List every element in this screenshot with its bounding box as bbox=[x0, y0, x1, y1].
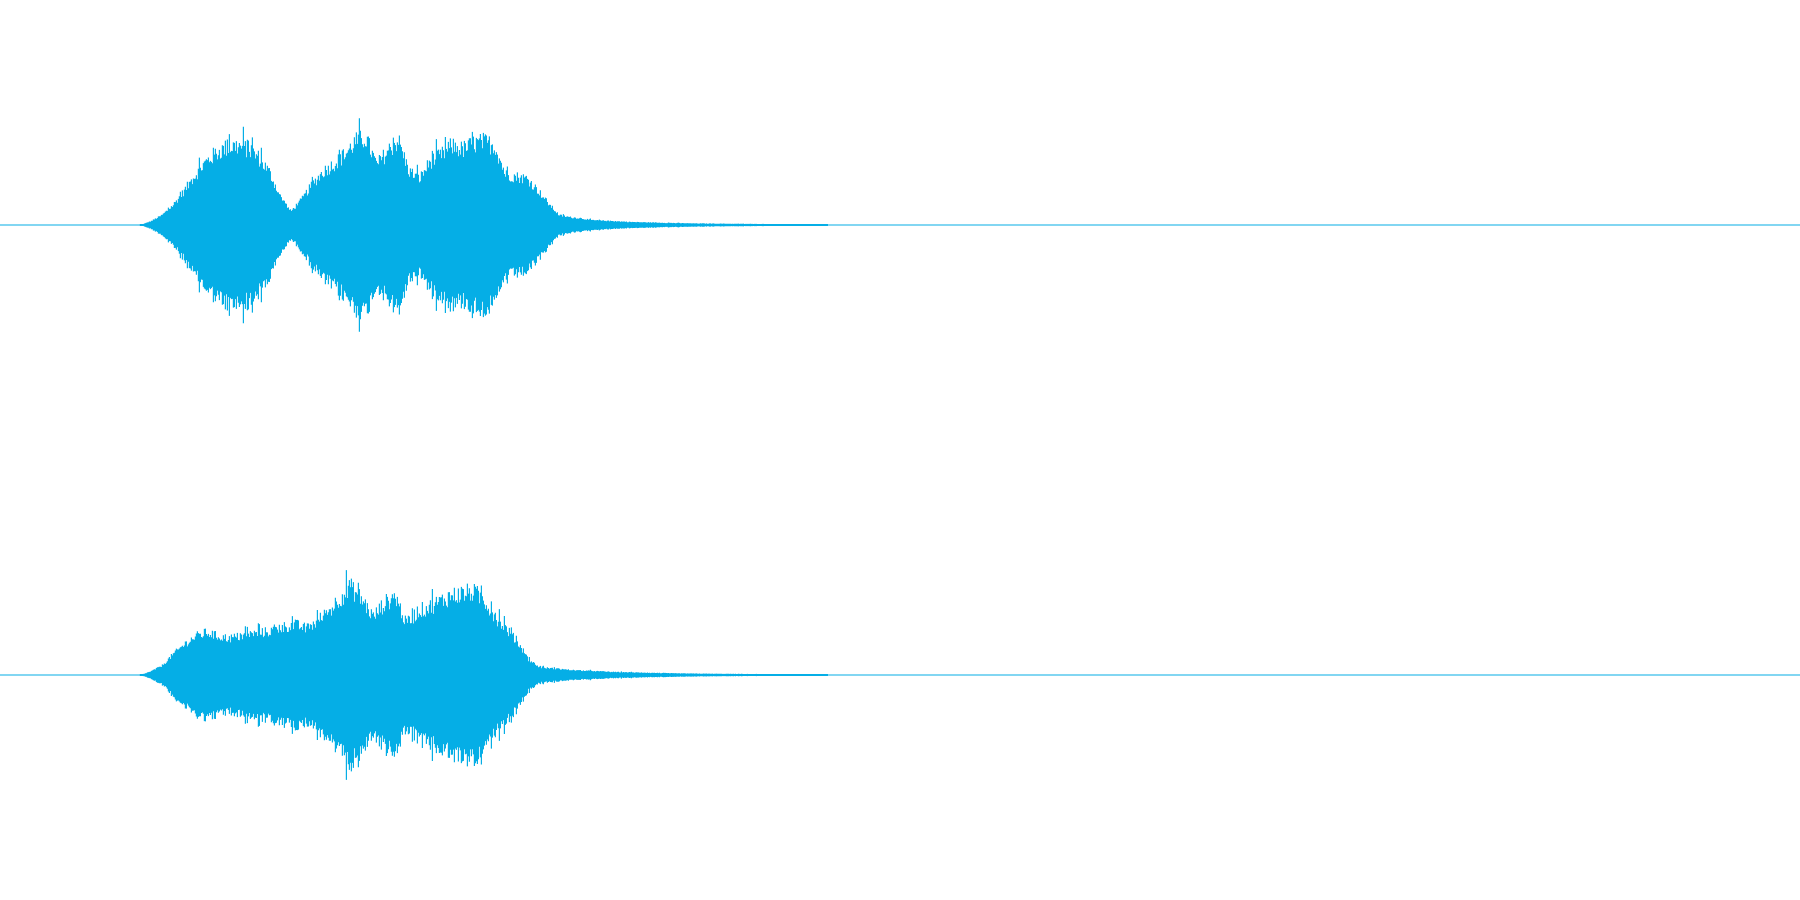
waveform-channel-bottom[interactable] bbox=[0, 570, 1800, 780]
waveform-amplitude bbox=[139, 570, 828, 780]
waveform-channel-top[interactable] bbox=[0, 118, 1800, 332]
waveform-amplitude bbox=[139, 118, 828, 332]
